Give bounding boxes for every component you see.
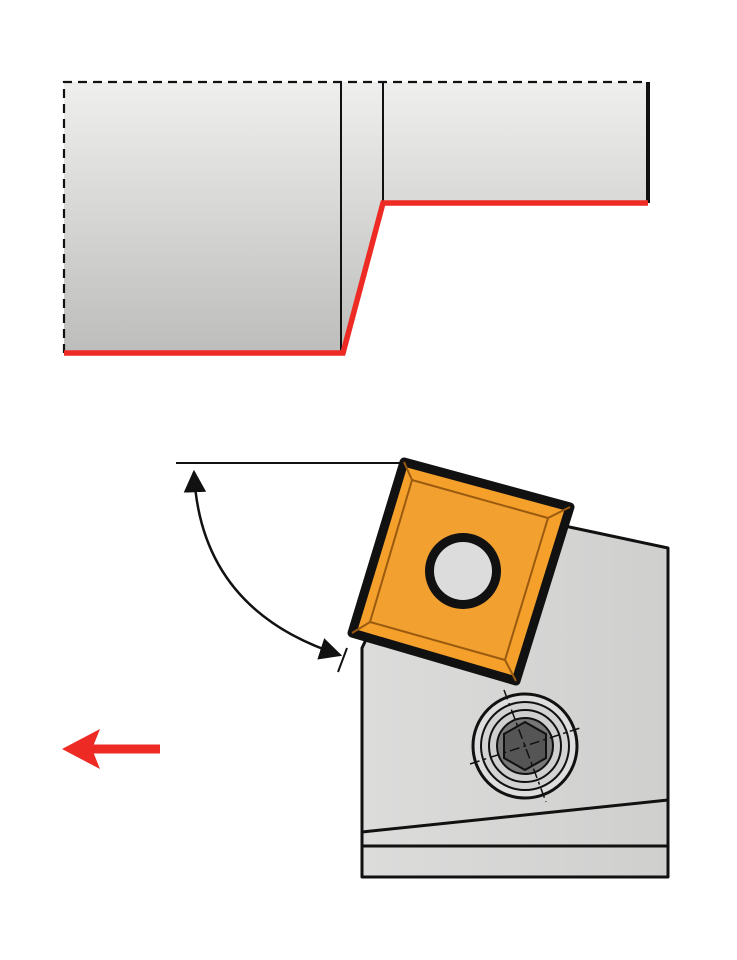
- left-arrow-icon: [62, 729, 160, 769]
- tool-holder-view: [62, 457, 670, 879]
- edge-extension-tick: [337, 647, 348, 673]
- square-insert: [347, 457, 575, 686]
- angle-arc: [183, 469, 343, 660]
- workpiece-profile-view: [62, 80, 650, 356]
- double-arrow-arc-icon: [176, 462, 402, 673]
- center-hole-icon: [425, 533, 501, 609]
- hex-socket-screw-icon: [469, 689, 581, 803]
- shank-line-upper: [361, 798, 669, 834]
- workpiece-body: [64, 82, 648, 353]
- machined-contour: [64, 200, 648, 356]
- dashed-break-edge: [62, 80, 648, 353]
